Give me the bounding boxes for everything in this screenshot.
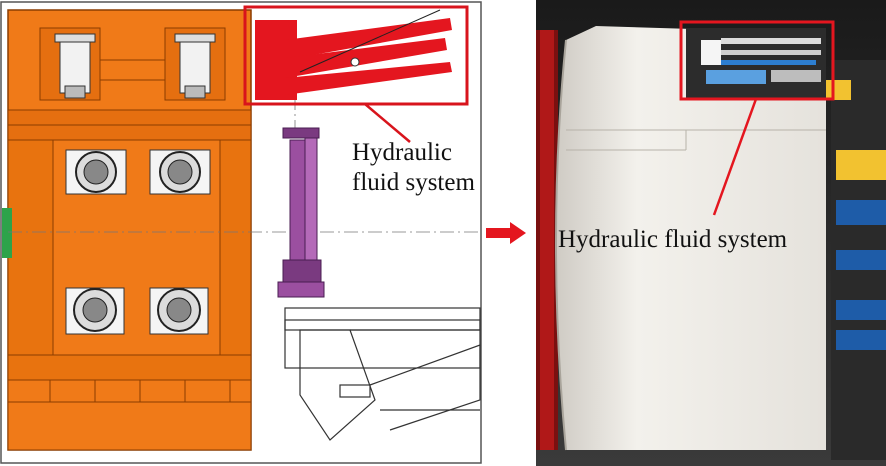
callout-line — [712, 98, 758, 216]
green-tab — [2, 208, 12, 258]
support-frame-drawing — [284, 307, 481, 441]
label-line-1: Hydraulic — [352, 139, 452, 166]
hydraulic-system-model — [686, 28, 826, 98]
highlight-box — [679, 20, 835, 101]
engineering-drawing — [0, 1, 482, 464]
label-line-2: fluid system — [352, 169, 475, 196]
machine-photo — [536, 0, 886, 466]
shield-body — [555, 26, 826, 451]
port-ring — [65, 149, 127, 195]
purple-cylinder — [277, 127, 325, 298]
port-ring — [149, 149, 211, 195]
hydraulic-system-label-left: Hydraulic fluid system — [352, 138, 475, 198]
machine-body — [7, 9, 252, 451]
jack-cylinder — [54, 33, 96, 99]
right-arrow-icon — [486, 222, 526, 244]
hydraulic-system-drawing — [255, 9, 452, 100]
highlight-box — [243, 5, 469, 106]
callout-line — [364, 103, 411, 143]
port-ring — [149, 287, 209, 335]
port-ring — [65, 287, 125, 335]
hydraulic-system-label-right: Hydraulic fluid system — [558, 226, 788, 253]
jack-cylinder — [174, 33, 216, 99]
